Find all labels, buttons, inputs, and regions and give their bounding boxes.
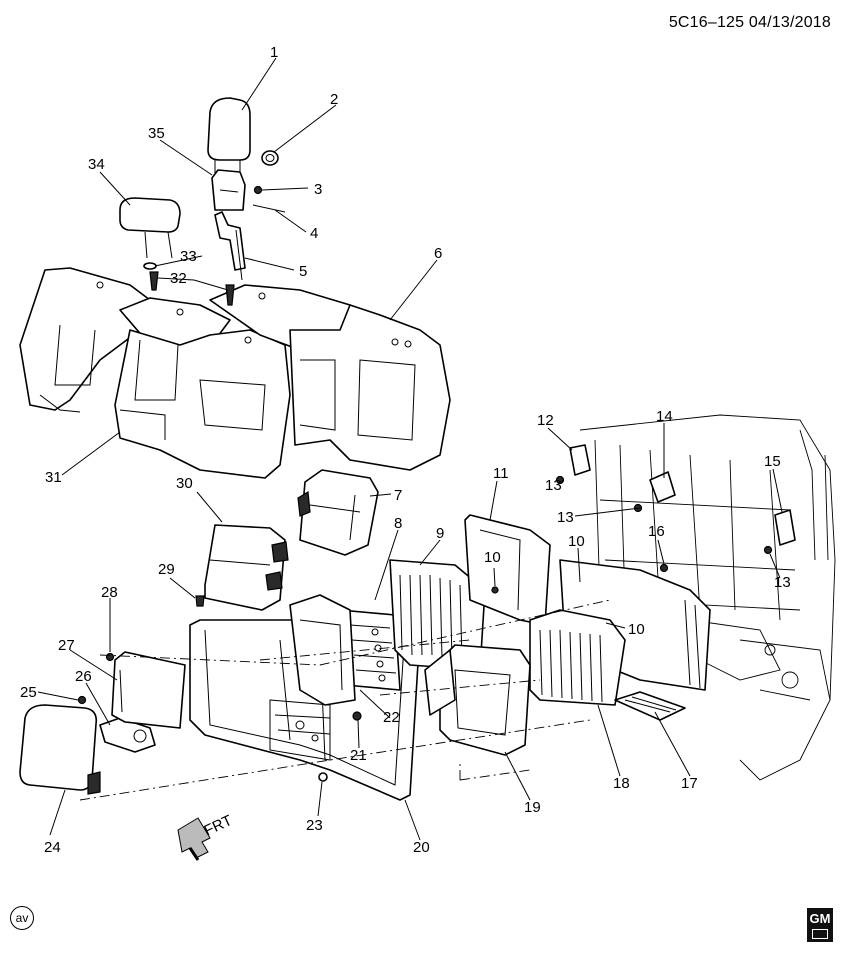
- callout-13a: 13: [557, 509, 574, 526]
- callout-29: 29: [158, 561, 175, 578]
- diagram-date: 04/13/2018: [748, 14, 831, 31]
- av-logo-text: av: [15, 911, 29, 925]
- callout-21: 21: [350, 747, 367, 764]
- callout-11: 11: [493, 465, 509, 482]
- callout-25: 25: [20, 684, 37, 701]
- bolt-23: [318, 772, 328, 782]
- callout-19: 19: [524, 799, 541, 816]
- callout-13b: 13: [774, 574, 791, 591]
- panel-11: [464, 514, 551, 626]
- bolt-28: [105, 652, 115, 662]
- callout-2: 2: [330, 91, 338, 108]
- callout-12: 12: [537, 412, 554, 429]
- rod-4: [252, 204, 286, 213]
- bolt-21: [352, 711, 362, 721]
- storage-bin-19: [424, 644, 531, 756]
- panel-18: [529, 609, 626, 706]
- callout-22: 22: [383, 709, 400, 726]
- callout-6: 6: [434, 245, 442, 262]
- seat-back-frame-6: [96, 281, 451, 471]
- callout-24: 24: [44, 839, 61, 856]
- callout-34: 34: [88, 156, 105, 173]
- leader-lines: [37, 57, 783, 841]
- callout-1: 1: [270, 44, 278, 61]
- callout-3: 3: [314, 181, 322, 198]
- callout-26: 26: [75, 668, 92, 685]
- bolt-16: [659, 563, 669, 573]
- callout-20: 20: [413, 839, 430, 856]
- callout-13c: 13: [545, 477, 562, 494]
- compartment-cover-7: [297, 469, 379, 556]
- callout-18: 18: [613, 775, 630, 792]
- callout-32: 32: [170, 270, 187, 287]
- hinge-12: [555, 444, 591, 485]
- callout-7: 7: [394, 487, 402, 504]
- diagram-header: 5C16–125 04/13/2018: [669, 14, 831, 32]
- hinge-14: [633, 471, 676, 513]
- guide-nut-2: [261, 150, 279, 166]
- callout-28: 28: [101, 584, 118, 601]
- callout-16: 16: [648, 523, 665, 540]
- headrest-post-5: [214, 211, 246, 281]
- callout-14: 14: [656, 408, 673, 425]
- callout-10a: 10: [484, 549, 501, 566]
- callout-5: 5: [299, 263, 307, 280]
- av-circle-logo: av: [10, 906, 34, 930]
- callout-4: 4: [310, 225, 318, 242]
- gm-brand-logo: GM: [807, 908, 833, 942]
- callout-15: 15: [764, 453, 781, 470]
- guide-washer-33: [143, 262, 157, 270]
- callout-10b: 10: [568, 533, 585, 550]
- callout-10c: 10: [628, 621, 645, 638]
- callout-31: 31: [45, 469, 62, 486]
- headrest-1: [207, 97, 251, 175]
- callout-23: 23: [306, 817, 323, 834]
- callout-17: 17: [681, 775, 698, 792]
- bolt-3: [253, 185, 263, 195]
- callout-8: 8: [394, 515, 402, 532]
- guide-sleeve-35: [211, 169, 246, 211]
- gm-logo-underline: [812, 929, 828, 939]
- alignment-lines: [79, 599, 611, 801]
- clip-29: [195, 595, 205, 607]
- diagram-id: 5C16–125: [668, 14, 745, 31]
- callout-33: 33: [180, 248, 197, 265]
- mat-17: [614, 691, 686, 721]
- compartment-30: [204, 524, 289, 611]
- bolt-25: [77, 695, 87, 705]
- front-direction-arrow-icon: FRT: [177, 812, 235, 861]
- headrest-34: [119, 197, 181, 259]
- bracket-22: [289, 594, 356, 706]
- cover-24: [19, 704, 101, 795]
- callout-35: 35: [148, 125, 165, 142]
- callout-27: 27: [58, 637, 75, 654]
- gm-logo-text: GM: [809, 911, 831, 926]
- callout-9: 9: [436, 525, 444, 542]
- callout-30: 30: [176, 475, 193, 492]
- bolt-10a: [491, 586, 499, 594]
- seat-back-frame-31: [19, 267, 291, 479]
- callout-labels: 1 2 3 4 5 6 7 8 9 10 10 10 11 12 13 13 1…: [20, 44, 791, 856]
- panel-27: [111, 651, 186, 729]
- hinge-15: [763, 509, 796, 555]
- front-direction-label: FRT: [202, 812, 235, 840]
